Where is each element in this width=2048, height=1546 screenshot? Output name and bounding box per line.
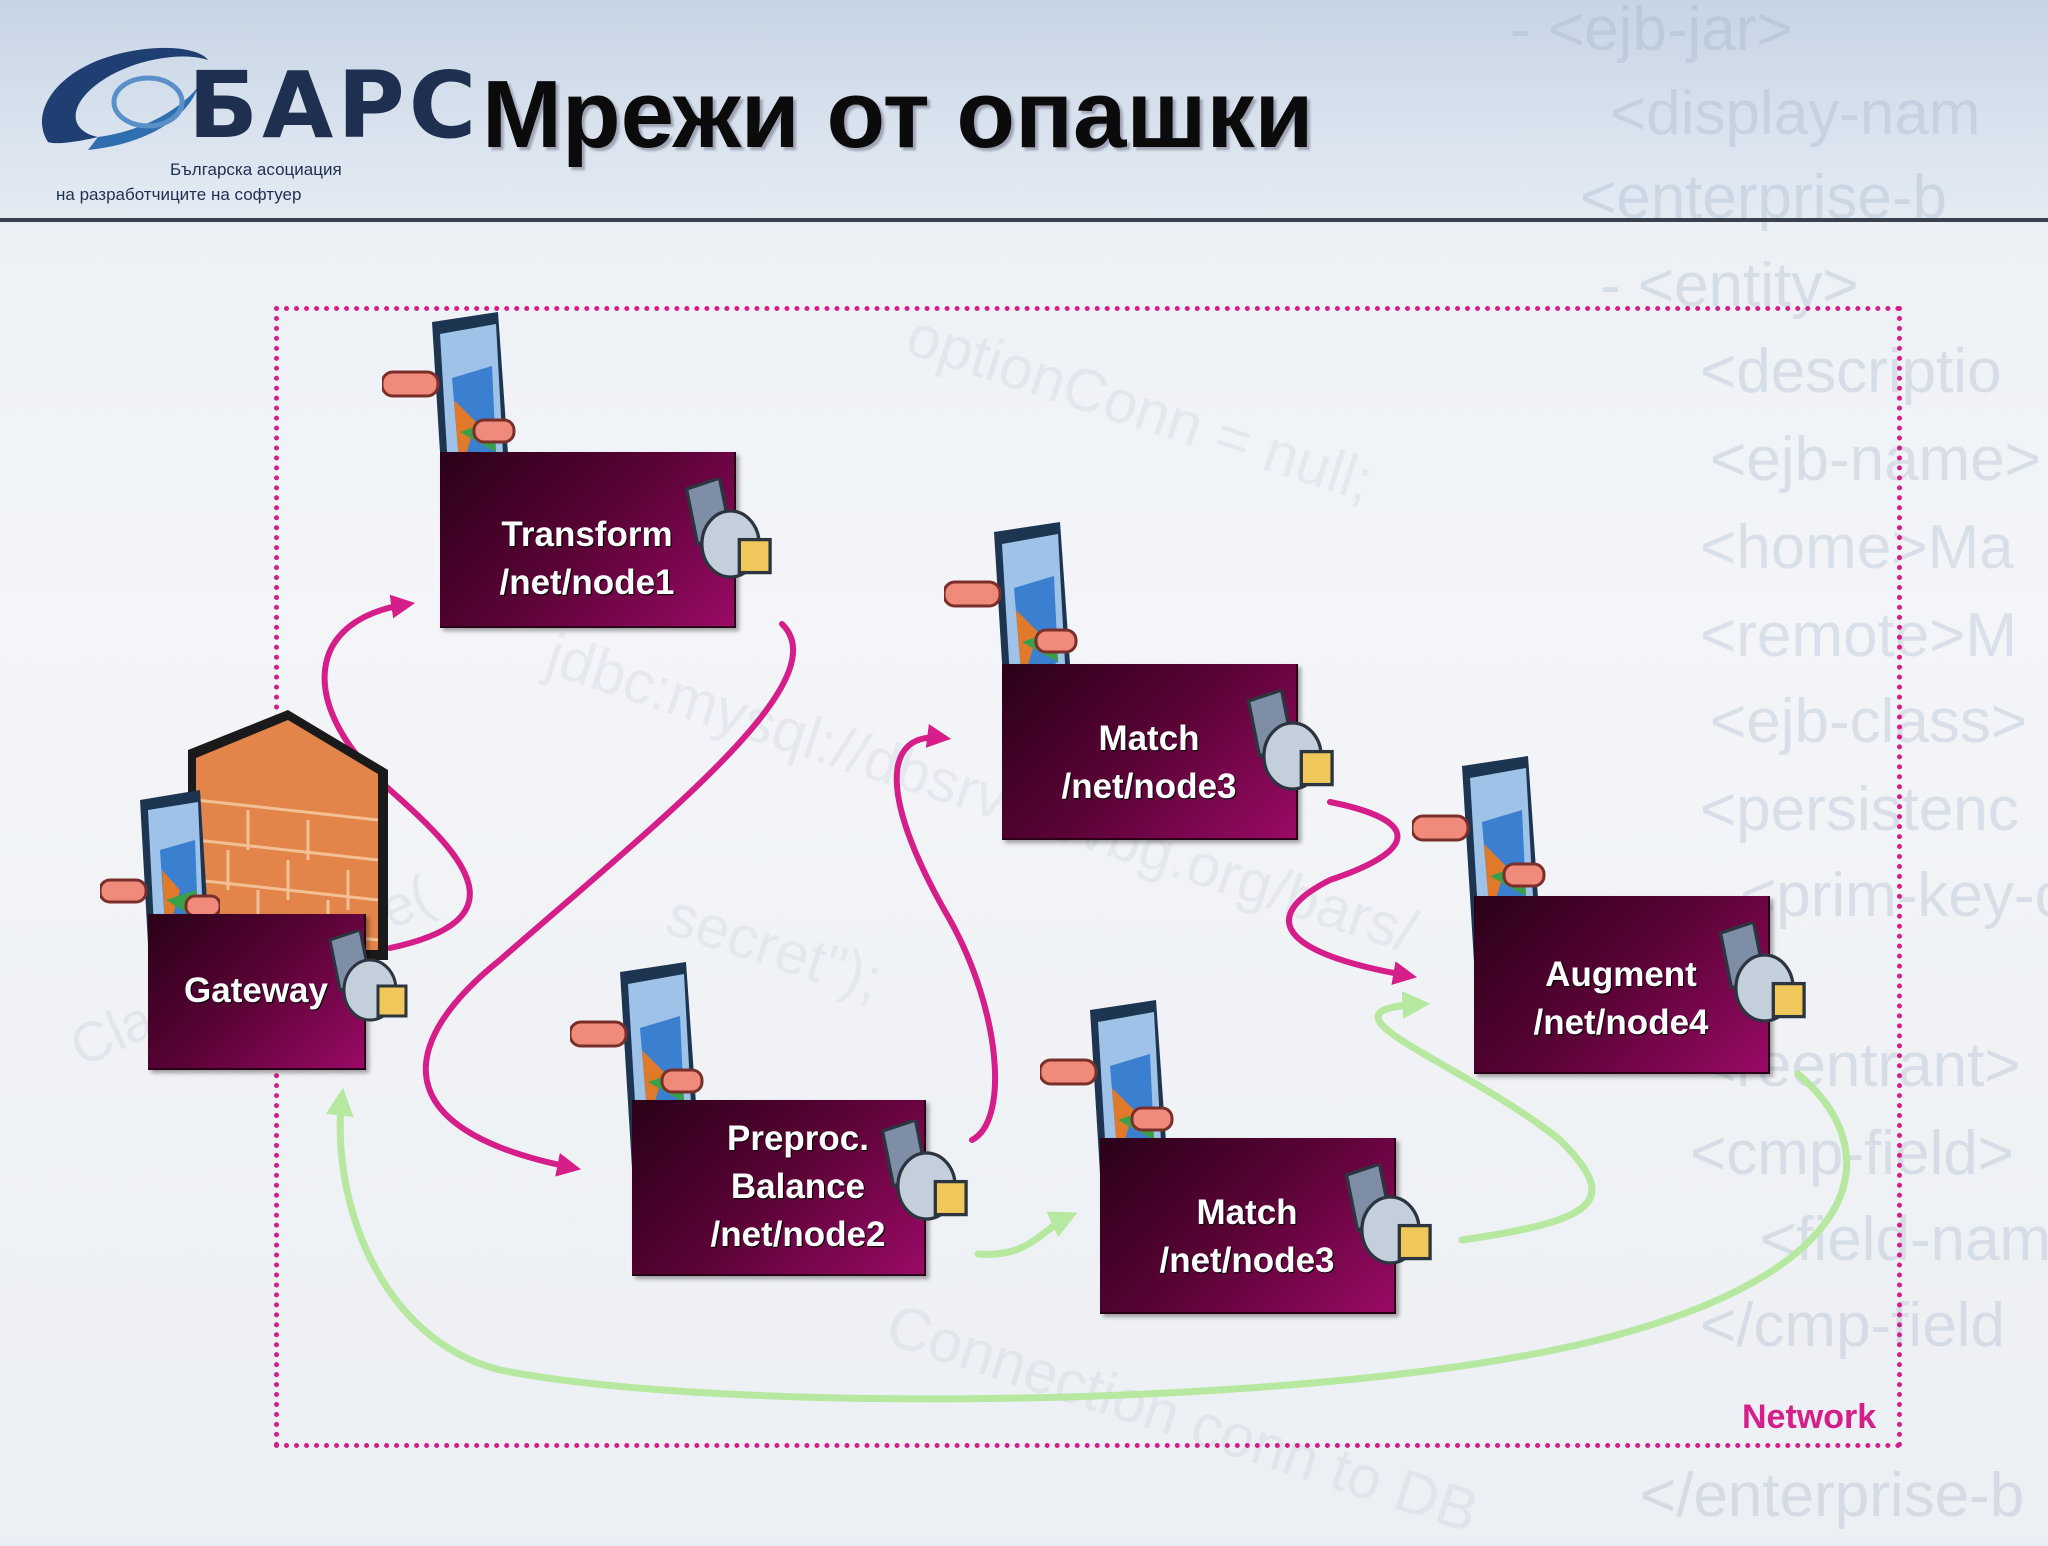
node-label: Transform: [501, 515, 673, 554]
node-label: Preproc.: [727, 1119, 869, 1158]
logo-subtitle: на разработчиците на софтуер: [56, 185, 302, 204]
network-label: Network: [1742, 1398, 1877, 1436]
flow-gateway-to-transform: [321, 594, 473, 951]
connector-plug-icon: [880, 1120, 968, 1221]
connector-plug-icon: [1246, 690, 1334, 791]
connector-plug-icon: [328, 930, 408, 1022]
flow-match-a-to-augment: [1286, 799, 1418, 985]
node-preproc-balance[interactable]: Preproc. Balance /net/node2: [632, 1100, 926, 1276]
node-label: /net/node3: [1061, 767, 1237, 806]
flow-preproc-to-match-a: [893, 724, 999, 1143]
flow-preproc-to-match-b: [974, 1211, 1078, 1258]
node-match-b[interactable]: Match /net/node3: [1100, 1138, 1396, 1314]
node-transform[interactable]: Transform /net/node1: [440, 452, 736, 628]
connector-plug-icon: [1718, 922, 1806, 1023]
flow-augment-to-gateway: [325, 1070, 1851, 1403]
firewall-brick-icon: [188, 710, 388, 960]
page-title: Мрежи от опашки: [482, 61, 1314, 168]
node-label: /net/node1: [499, 563, 675, 602]
node-label: /net/node3: [1159, 1241, 1335, 1280]
connector-plug-icon: [1344, 1164, 1432, 1265]
node-label: Balance: [730, 1167, 866, 1206]
header-divider: [0, 218, 2048, 222]
node-label: Gateway: [184, 971, 328, 1010]
node-label: Match: [1098, 719, 1200, 758]
logo-subtitle: Българска асоциация: [170, 160, 342, 179]
flow-match-b-to-augment: [1374, 990, 1596, 1244]
node-label: Augment: [1545, 955, 1697, 994]
header-band: [0, 0, 2048, 218]
bars-logo: БАРС Българска асоциация на разработчици…: [28, 22, 476, 204]
node-label: /net/node4: [1533, 1003, 1709, 1042]
connector-plug-icon: [684, 478, 772, 579]
logo-wordmark: БАРС: [188, 52, 481, 159]
node-label: /net/node2: [710, 1215, 886, 1254]
node-match-a[interactable]: Match /net/node3: [1002, 664, 1298, 840]
flow-transform-to-preproc: [423, 621, 797, 1177]
logo-swoosh-icon: [42, 47, 208, 150]
node-augment[interactable]: Augment /net/node4: [1474, 896, 1770, 1074]
node-label: Match: [1196, 1193, 1298, 1232]
